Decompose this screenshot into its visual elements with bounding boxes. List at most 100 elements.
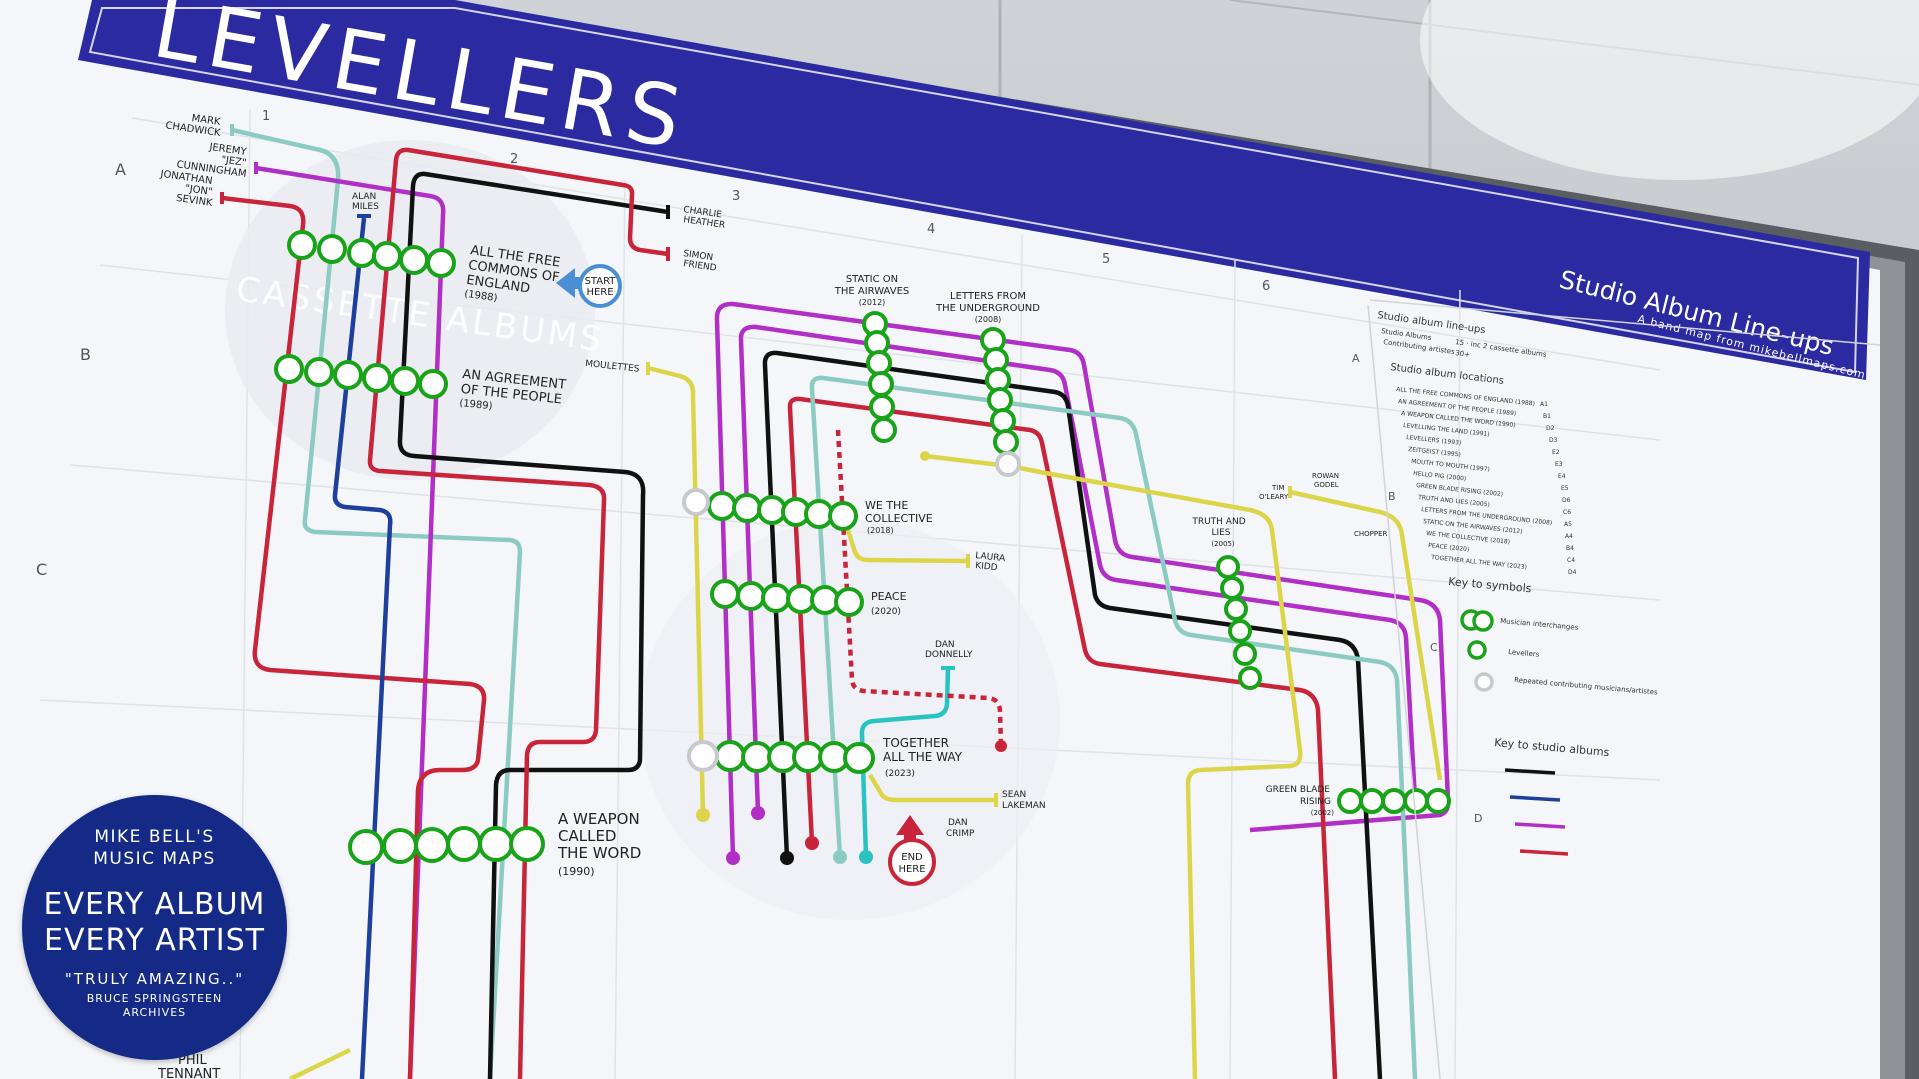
svg-text:(1989): (1989): [459, 398, 493, 412]
album-collective: WE THE COLLECTIVE (2018): [865, 499, 933, 535]
svg-text:30+: 30+: [1455, 349, 1471, 359]
svg-text:2: 2: [510, 152, 518, 167]
svg-text:LIES: LIES: [1211, 528, 1230, 538]
svg-text:TOGETHER: TOGETHER: [882, 736, 949, 750]
svg-text:STATIC ON: STATIC ON: [846, 274, 898, 285]
badge-line-4: EVERY ARTIST: [44, 923, 265, 958]
line-static-teal: [809, 375, 1418, 1079]
station-agreement: [274, 354, 448, 399]
terminal-dot-black: [780, 851, 794, 865]
album-letters: LETTERS FROM THE UNDERGROUND (2008): [935, 291, 1040, 324]
line-phil-tennant: [289, 1047, 351, 1079]
terminal-dot-yellow-2: [920, 451, 930, 461]
album-truth: TRUTH AND LIES (2005): [1191, 517, 1245, 548]
line-laura-kidd: [845, 529, 969, 564]
svg-text:B4: B4: [1566, 545, 1574, 552]
end-label-2: HERE: [898, 864, 925, 875]
svg-text:DAN: DAN: [935, 640, 955, 650]
svg-text:6: 6: [1262, 279, 1270, 294]
svg-text:LAURA: LAURA: [975, 551, 1007, 564]
grid-column-labels: 1 2 3 4 5 6: [262, 109, 1270, 294]
svg-text:D6: D6: [1562, 497, 1571, 504]
svg-text:DAN: DAN: [948, 818, 968, 828]
svg-text:DONNELLY: DONNELLY: [925, 650, 973, 660]
svg-text:(1988): (1988): [464, 289, 499, 305]
terminal-dot-red: [805, 836, 819, 850]
line-terminals: [220, 124, 1292, 865]
end-marker: END HERE: [888, 815, 936, 886]
svg-text:C: C: [36, 560, 47, 579]
album-together: TOGETHER ALL THE WAY (2023): [882, 736, 963, 779]
svg-text:C4: C4: [1567, 557, 1575, 564]
svg-text:TIM: TIM: [1271, 484, 1284, 492]
end-label-1: END: [901, 852, 923, 863]
svg-text:D: D: [1474, 812, 1482, 825]
svg-text:SEVINK: SEVINK: [175, 193, 213, 209]
line-moulettes: [647, 365, 706, 816]
music-maps-badge: MIKE BELL'S MUSIC MAPS EVERY ALBUM EVERY…: [22, 795, 287, 1060]
svg-text:(2012): (2012): [859, 298, 886, 307]
svg-text:ROWAN: ROWAN: [1312, 472, 1339, 480]
terminal-dot-red-2: [995, 740, 1007, 752]
svg-text:(2023): (2023): [885, 769, 915, 779]
line-jon-sevink: [221, 195, 487, 1079]
station-peace: [710, 579, 864, 617]
terminal-dot-cyan: [859, 850, 873, 864]
svg-text:1: 1: [262, 109, 270, 124]
album-static: STATIC ON THE AIRWAVES (2012): [834, 274, 910, 307]
line-rowan-godel: [1289, 489, 1443, 781]
svg-text:(2018): (2018): [867, 526, 894, 535]
svg-text:(1990): (1990): [558, 865, 595, 878]
line-mark-chadwick: [231, 127, 523, 1079]
station-commons: [287, 230, 456, 278]
album-peace: PEACE (2020): [871, 590, 907, 617]
badge-line-3: EVERY ALBUM: [43, 887, 266, 922]
line-sean-lakeman: [868, 773, 996, 803]
title-banner: [78, 0, 1870, 380]
line-jeremy-cunningham: [255, 165, 446, 1079]
svg-text:GODEL: GODEL: [1314, 481, 1339, 489]
svg-text:A: A: [1352, 352, 1360, 365]
svg-text:WE THE: WE THE: [865, 499, 908, 512]
svg-text:3: 3: [732, 189, 740, 204]
svg-text:A: A: [115, 160, 126, 179]
svg-text:KIDD: KIDD: [975, 561, 998, 573]
svg-text:E2: E2: [1552, 449, 1560, 456]
svg-text:"JON": "JON": [184, 183, 213, 198]
svg-text:C: C: [1430, 641, 1438, 654]
svg-text:ALAN: ALAN: [352, 192, 376, 202]
station-letters: [980, 327, 1019, 455]
badge-line-1: MIKE BELL'S: [94, 827, 215, 847]
album-stations: [274, 230, 1451, 865]
svg-text:CHOPPER: CHOPPER: [1354, 530, 1388, 538]
line-letters-yellow: [924, 453, 1303, 1079]
svg-text:RISING: RISING: [1300, 797, 1331, 807]
svg-text:"JEZ": "JEZ": [221, 155, 248, 169]
line-static-black: [762, 350, 1383, 1079]
station-collective: [707, 491, 858, 531]
station-together: [714, 740, 875, 774]
svg-text:THE WORD: THE WORD: [557, 844, 641, 862]
station-truth: [1216, 555, 1262, 690]
terminal-dot-teal: [833, 850, 847, 864]
svg-text:ALL THE WAY: ALL THE WAY: [883, 750, 963, 764]
badge-attribution-1: BRUCE SPRINGSTEEN: [86, 992, 223, 1005]
svg-text:A1: A1: [1540, 401, 1548, 408]
station-weapon: [348, 826, 545, 865]
recent-zone: [640, 520, 1060, 920]
album-key-swatches: [1504, 768, 1569, 856]
line-charlie-heather: [397, 171, 669, 1079]
svg-text:CRIMP: CRIMP: [946, 829, 975, 839]
svg-text:B: B: [80, 345, 91, 364]
badge-line-2: MUSIC MAPS: [93, 849, 216, 869]
svg-text:(2005): (2005): [1211, 540, 1235, 548]
grid-row-labels-left: A B C: [36, 160, 126, 579]
svg-text:D2: D2: [1546, 425, 1555, 432]
svg-text:CALLED: CALLED: [558, 827, 616, 845]
svg-text:E3: E3: [1555, 461, 1563, 468]
svg-text:D4: D4: [1568, 569, 1577, 576]
symbol-interchange: Musician interchanges: [1460, 609, 1579, 632]
album-commons: ALL THE FREE COMMONS OF ENGLAND (1988): [464, 243, 562, 305]
svg-text:(2020): (2020): [871, 607, 901, 617]
